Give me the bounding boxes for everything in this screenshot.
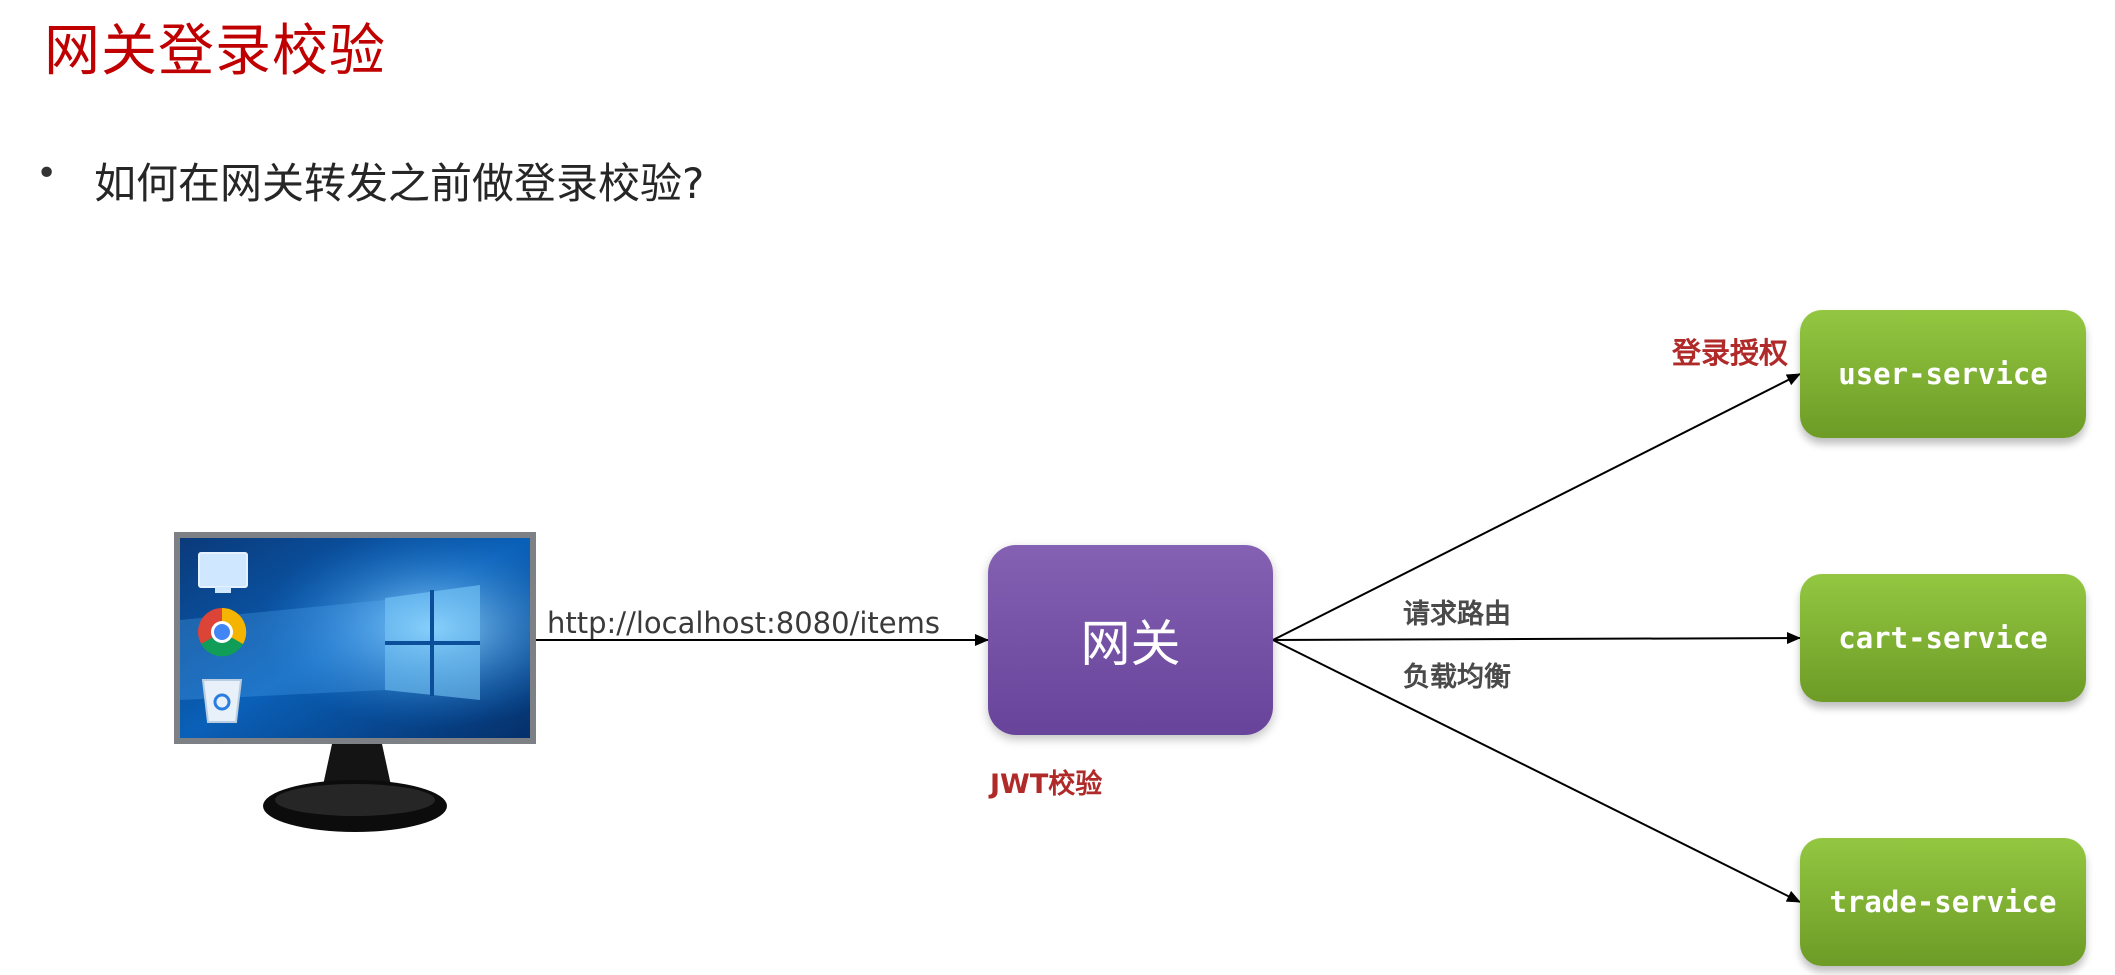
load-balance-label: 负载均衡 [1403, 662, 1511, 693]
computer-icon [198, 552, 248, 593]
chrome-icon [198, 607, 247, 657]
gateway-node: 网关 [988, 545, 1273, 735]
service-label: trade-service [1829, 885, 2057, 919]
auth-label: 登录授权 [1672, 336, 1789, 370]
bullet-marker: • [36, 153, 58, 194]
route-arrow-cart [1272, 632, 1801, 645]
cart-service-node: cart-service [1800, 574, 2086, 702]
service-label: user-service [1838, 357, 2048, 391]
route-label: 请求路由 [1403, 599, 1511, 630]
route-arrow-trade [1272, 639, 1801, 903]
recycle-bin-icon [201, 679, 243, 723]
route-arrow-user [1272, 373, 1801, 641]
user-service-node: user-service [1800, 310, 2086, 438]
gateway-label: 网关 [1080, 615, 1181, 673]
page-title: 网关登录校验 [44, 19, 386, 84]
service-label: cart-service [1838, 621, 2048, 655]
bullet-text: 如何在网关转发之前做登录校验? [94, 159, 705, 208]
request-url-label: http://localhost:8080/items [547, 606, 940, 640]
jwt-check-label: JWT校验 [990, 769, 1103, 800]
trade-service-node: trade-service [1800, 838, 2086, 966]
desktop-monitor-icon [174, 532, 536, 832]
